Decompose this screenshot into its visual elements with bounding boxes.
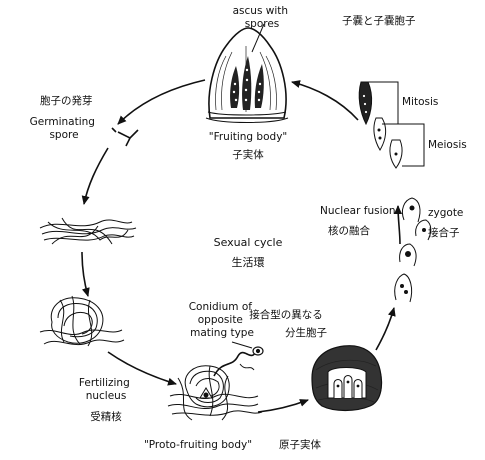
title-jp: 子嚢と子嚢胞子 — [342, 14, 416, 27]
cycle-arrows — [81, 79, 403, 413]
proto-fruiting-body-jp-label: 原子実体 — [279, 438, 321, 451]
bracket-mitosis — [368, 81, 399, 125]
mitosis-label: Mitosis — [402, 96, 438, 108]
germinating-spore-illustration — [111, 127, 139, 147]
conidium-label: Conidium of opposite mating type — [189, 301, 256, 339]
arrow-zygote-to-meiosis — [394, 205, 403, 245]
arrow-germinating-spore-to-mycelium — [81, 147, 109, 205]
ascus-series — [358, 81, 425, 169]
arrow-ascospore-to-fruiting-body — [291, 80, 359, 121]
proto-fruiting-body-label: "Proto-fruiting body" — [144, 439, 252, 451]
asci — [230, 56, 264, 110]
nuclear-fusion-label: Nuclear fusion — [320, 205, 396, 217]
arrow-tangle-to-proto-body — [107, 351, 177, 386]
mycelium-illustration — [39, 217, 137, 245]
zygote-jp-label: 接合子 — [428, 226, 460, 239]
center-jp-label: 生活環 — [232, 255, 265, 269]
fertilizing-nucleus-jp-label: 受精核 — [90, 410, 122, 423]
bracket-meiosis — [386, 123, 425, 167]
arrow-proto-body-to-developing — [257, 399, 309, 413]
meiosis-label: Meiosis — [428, 139, 467, 151]
developing-fruiting-body-illustration — [311, 345, 383, 412]
arrow-mycelium-to-tangle — [81, 251, 90, 297]
zygote-label: zygote — [428, 207, 463, 219]
conidium-jp-label: 分生胞子 — [285, 326, 327, 339]
germinating-spore-label: Germinating spore — [30, 116, 99, 141]
arrow-developing-to-zygote — [375, 307, 396, 351]
fruiting-body-jp-label: 子実体 — [232, 148, 264, 161]
ascus-empty-1 — [373, 117, 387, 151]
arrow-fruiting-body-to-germinating-spore — [117, 79, 206, 125]
fruiting-body-label: "Fruiting body" — [209, 131, 287, 143]
proto-fruiting-body-illustration — [167, 341, 264, 421]
ascus-label: ascus with spores — [233, 5, 292, 30]
nuclear-fusion-jp-label: 核の融合 — [328, 224, 370, 237]
fruiting-body-illustration — [205, 23, 289, 123]
zygote-stages — [394, 197, 432, 303]
fertilizing-nucleus-label: Fertilizing nucleus — [79, 377, 133, 402]
ascus-empty-2 — [389, 139, 403, 169]
hyphal-tangle-illustration — [39, 295, 125, 347]
spore-jp-label: 胞子の発芽 — [40, 94, 93, 107]
mating-type-jp-label: 接合型の異なる — [249, 308, 323, 321]
center-label: Sexual cycle — [214, 236, 283, 249]
